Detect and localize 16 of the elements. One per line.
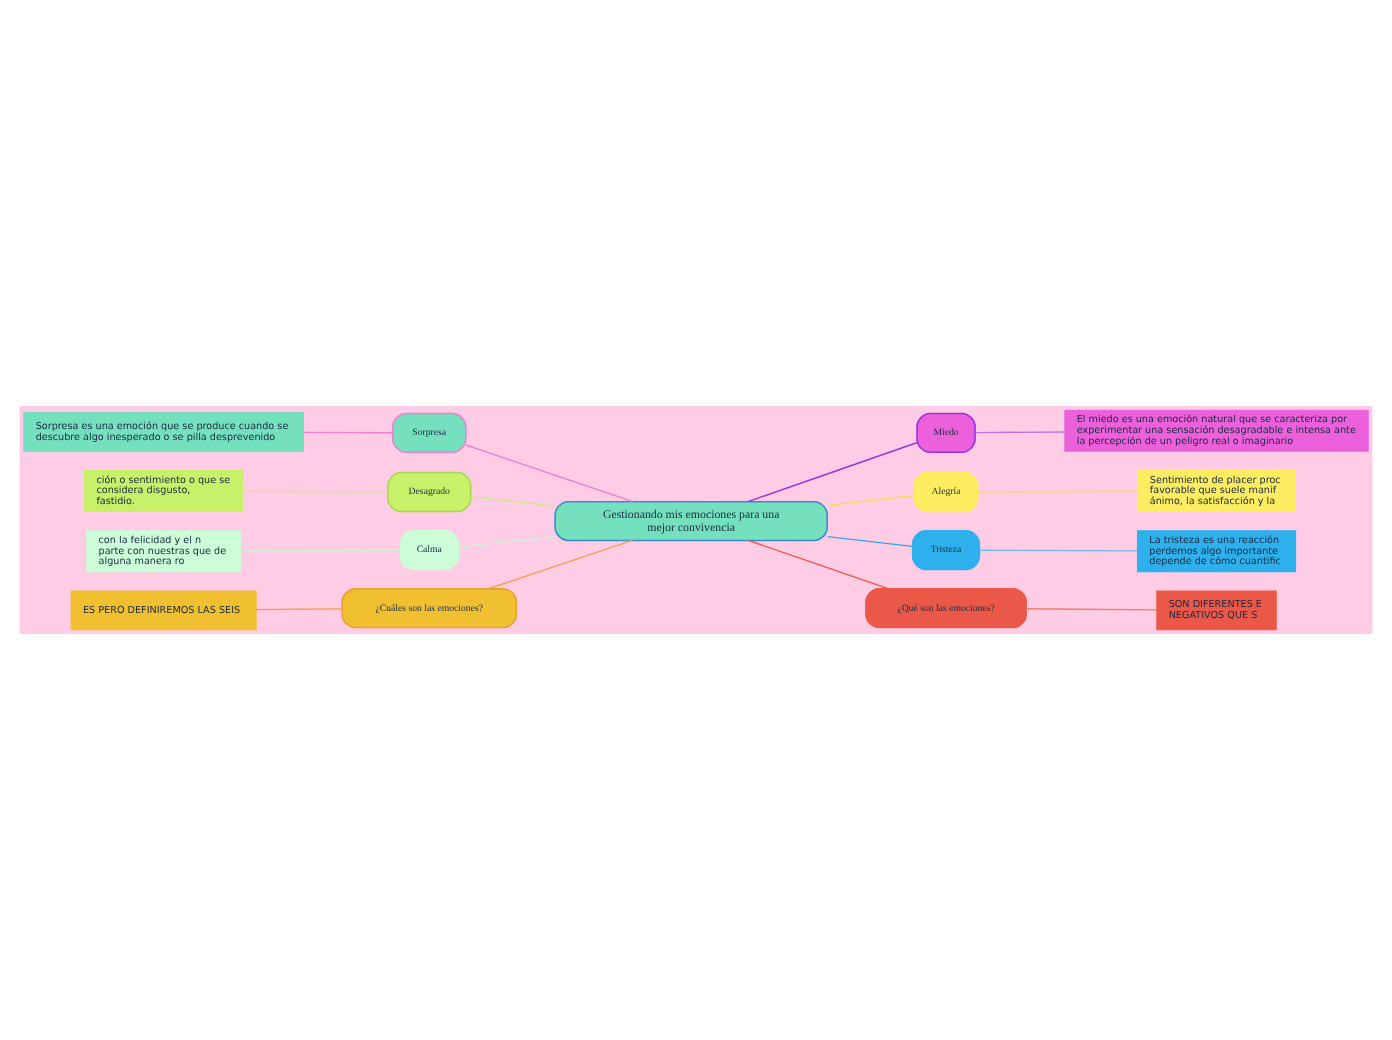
- connector: [974, 431, 1066, 434]
- connector: [826, 494, 915, 507]
- connector: [826, 535, 913, 548]
- connector: [977, 490, 1139, 493]
- connector: [239, 549, 401, 552]
- connector: [465, 444, 634, 503]
- connector: [242, 490, 389, 493]
- connector: [470, 495, 556, 507]
- connector: [487, 539, 633, 590]
- connector: [457, 535, 556, 548]
- connector: [303, 431, 394, 434]
- connector: [747, 442, 918, 503]
- connector: [747, 539, 890, 590]
- connector: [978, 549, 1138, 552]
- connector: [1025, 608, 1158, 611]
- connector: [255, 608, 343, 611]
